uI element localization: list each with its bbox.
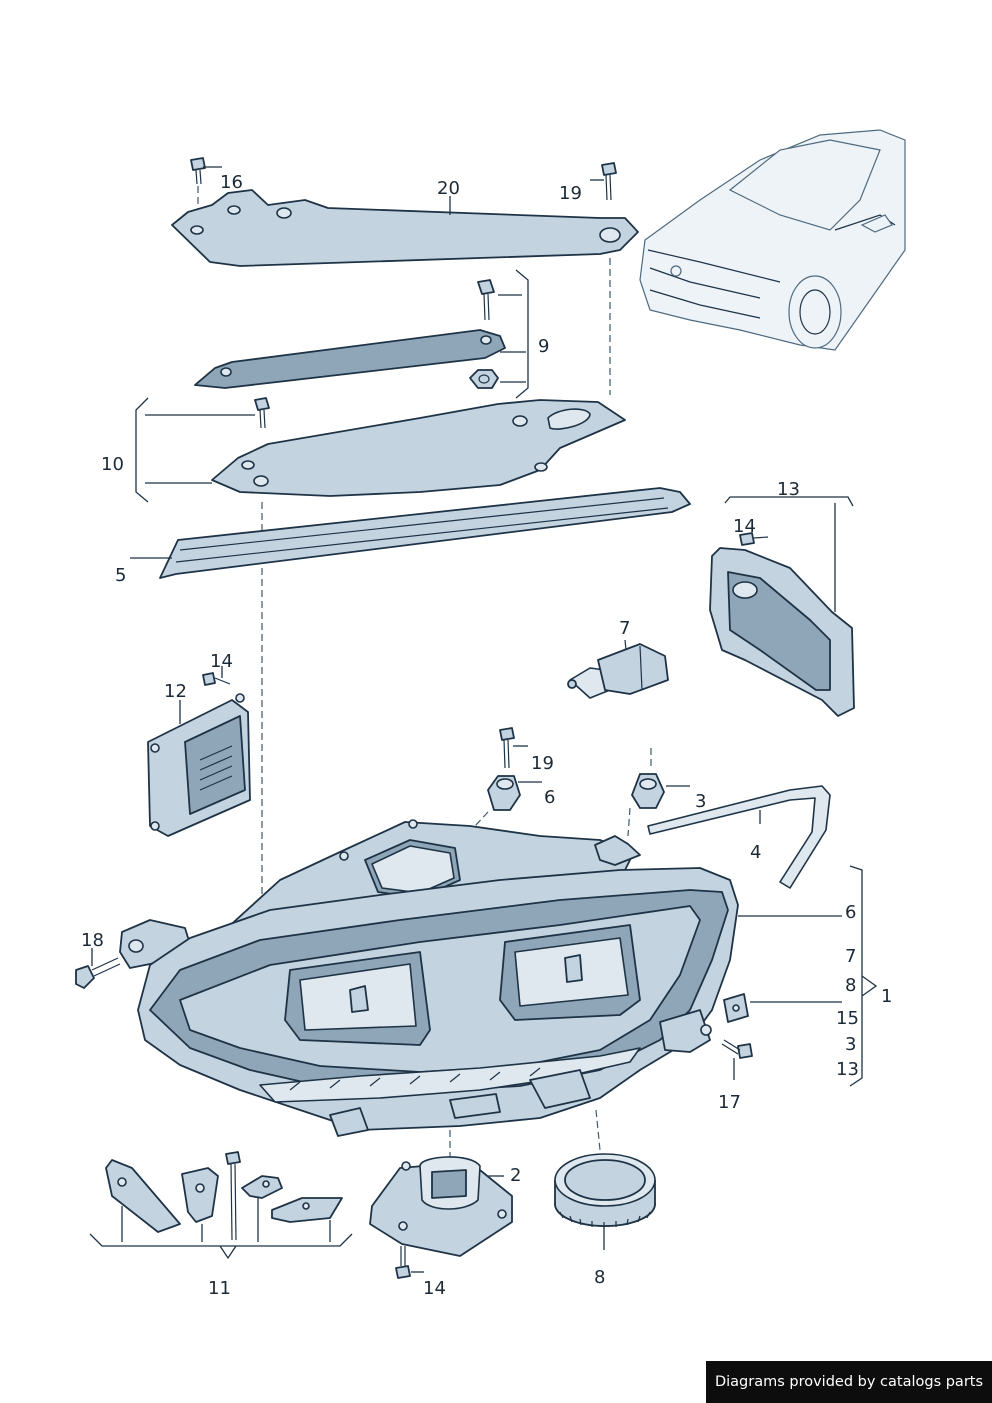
- callout-13: 13: [836, 1059, 859, 1080]
- bolt-18: [75, 948, 121, 989]
- callout-3: 3: [845, 1034, 856, 1055]
- callout-1: 1: [881, 986, 892, 1007]
- clip-15: [723, 993, 749, 1023]
- callout-2: 2: [510, 1165, 521, 1186]
- callout-13: 13: [777, 479, 800, 500]
- mount-6: [474, 727, 542, 827]
- callout-20: 20: [437, 178, 460, 199]
- callout-19: 19: [559, 183, 582, 204]
- brackets-11: [89, 1151, 353, 1260]
- callout-5: 5: [115, 565, 126, 586]
- ballast-2: [369, 1156, 513, 1279]
- callout-8: 8: [845, 975, 856, 996]
- callout-18: 18: [81, 930, 104, 951]
- screw-19-top: [590, 162, 617, 395]
- callout-14: 14: [733, 516, 756, 537]
- control-unit-12: [147, 666, 251, 837]
- callout-19: 19: [531, 753, 554, 774]
- screw-17: [721, 1039, 753, 1080]
- callout-16: 16: [220, 172, 243, 193]
- headlight-assembly-1: [119, 819, 878, 1162]
- callout-3: 3: [695, 791, 706, 812]
- callout-12: 12: [164, 681, 187, 702]
- callout-9: 9: [538, 336, 549, 357]
- callout-17: 17: [718, 1092, 741, 1113]
- cover-panel-10: [135, 397, 626, 912]
- callout-8: 8: [594, 1267, 605, 1288]
- housing-gasket-13: [709, 496, 855, 717]
- callout-15: 15: [836, 1008, 859, 1029]
- bulb-holder-7: [567, 639, 669, 699]
- trim-strip-5: [130, 487, 691, 579]
- callout-10: 10: [101, 454, 124, 475]
- vehicle-thumbnail: [639, 129, 906, 351]
- callout-7: 7: [619, 618, 630, 639]
- screw-16: [190, 157, 222, 222]
- callout-labels: 16 20 19 9 10 5 13 14 7 14 12 19 6 3 4 6…: [81, 172, 892, 1299]
- callout-4: 4: [750, 842, 761, 863]
- callout-14: 14: [423, 1278, 446, 1299]
- callout-7: 7: [845, 946, 856, 967]
- callout-6: 6: [544, 787, 555, 808]
- trim-strip-9: [194, 269, 529, 399]
- callout-14: 14: [210, 651, 233, 672]
- catalog-credit-badge: Diagrams provided by catalogs parts: [706, 1361, 992, 1403]
- mount-3: [627, 748, 690, 837]
- callout-6: 6: [845, 902, 856, 923]
- callout-11: 11: [208, 1278, 231, 1299]
- bracket-20: [171, 189, 639, 267]
- cap-8: [554, 1153, 656, 1250]
- seal-4: [647, 785, 831, 889]
